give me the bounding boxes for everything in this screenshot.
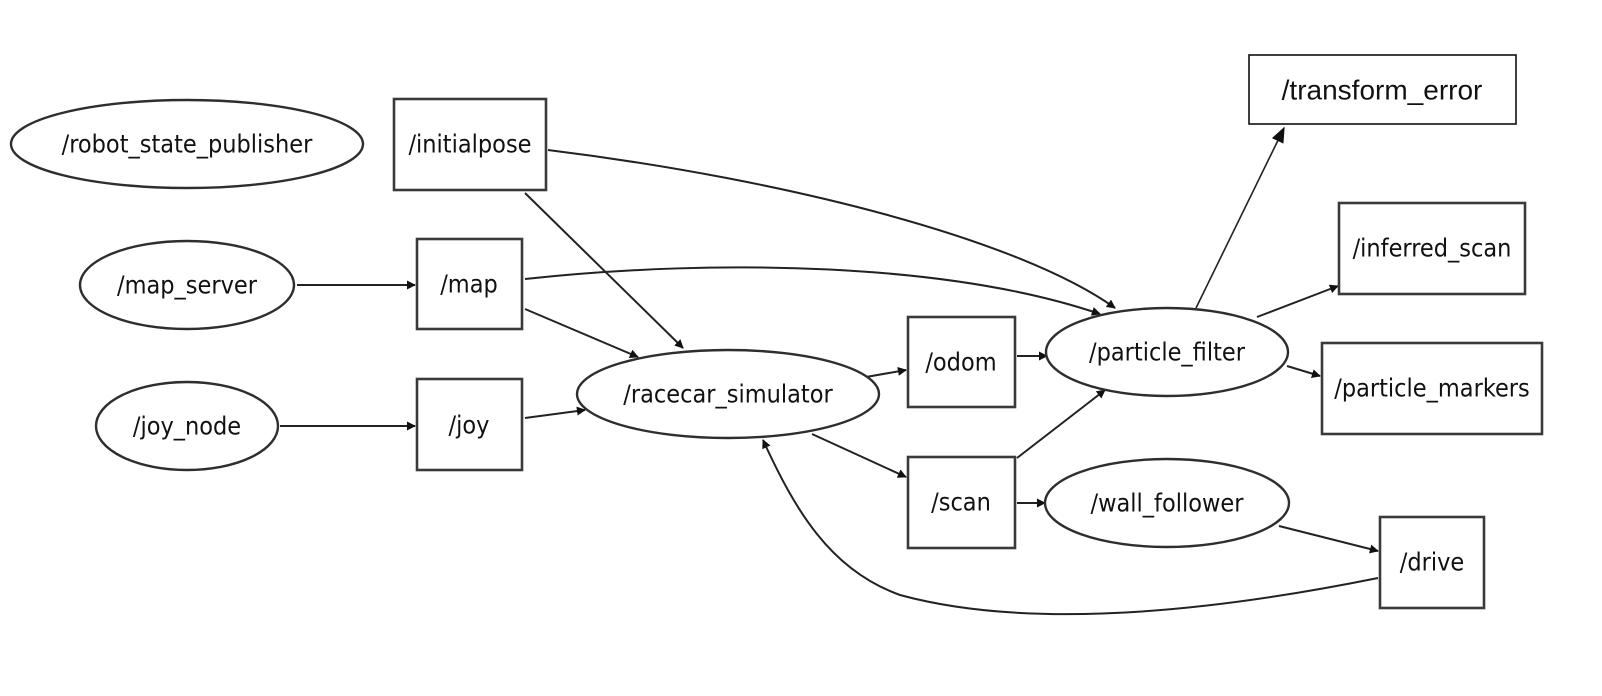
node-label: /map_server [117,271,258,300]
edge-particle-filter-to-transform-error [1195,126,1285,309]
topic-label: /joy [449,411,490,440]
topic-label: /drive [1400,548,1465,577]
topic-label: /particle_markers [1334,374,1530,403]
edge-initialpose-to-particle-filter [547,149,1116,309]
topic-particle-markers[interactable]: /particle_markers [1320,341,1544,436]
node-label: /wall_follower [1091,489,1245,518]
node-racecar-simulator[interactable]: /racecar_simulator [575,348,881,440]
topic-map[interactable]: /map [415,237,524,331]
topic-initialpose[interactable]: /initialpose [392,97,548,192]
topic-joy[interactable]: /joy [415,377,524,472]
edge-particle-filter-to-inferred-scan [1256,284,1339,318]
node-label: /robot_state_publisher [62,130,313,159]
topic-scan[interactable]: /scan [906,455,1017,550]
node-robot-state-publisher[interactable]: /robot_state_publisher [9,98,365,190]
topics: /initialpose /map /joy /odom /scan /infe… [392,54,1544,610]
topic-label: /odom [925,348,996,377]
edge-scan-to-particle-filter [1016,389,1106,459]
node-label: /joy_node [133,412,241,441]
edge-drive-to-racecar-simulator [762,439,1379,616]
edge-initialpose-to-racecar-simulator [524,192,684,349]
topic-inferred-scan[interactable]: /inferred_scan [1337,201,1527,296]
edge-map-to-particle-filter [524,266,1101,316]
edge-particle-filter-to-particle-markers [1286,365,1321,378]
edges [280,126,1379,616]
node-map-server[interactable]: /map_server [78,239,296,331]
node-joy-node[interactable]: /joy_node [94,380,280,472]
node-label: /racecar_simulator [623,380,833,409]
edge-racecar-simulator-to-odom [865,366,907,378]
topic-drive[interactable]: /drive [1378,515,1486,610]
topic-label: /scan [931,488,991,517]
edge-wall-follower-to-drive [1278,525,1379,554]
topic-label: /initialpose [408,130,531,159]
edge-racecar-simulator-to-scan [811,433,907,478]
node-wall-follower[interactable]: /wall_follower [1043,457,1291,549]
topic-odom[interactable]: /odom [906,315,1017,409]
nodes: /robot_state_publisher /map_server /joy_… [9,98,1291,549]
topic-label: /map [440,270,498,299]
topic-label: /transform_error [1282,75,1483,106]
topic-transform-error[interactable]: /transform_error [1248,54,1517,125]
edge-joy-to-racecar-simulator [524,406,586,419]
topic-label: /inferred_scan [1353,234,1512,263]
edge-map-to-racecar-simulator [524,308,639,358]
node-label: /particle_filter [1089,338,1246,367]
node-particle-filter[interactable]: /particle_filter [1044,306,1290,398]
